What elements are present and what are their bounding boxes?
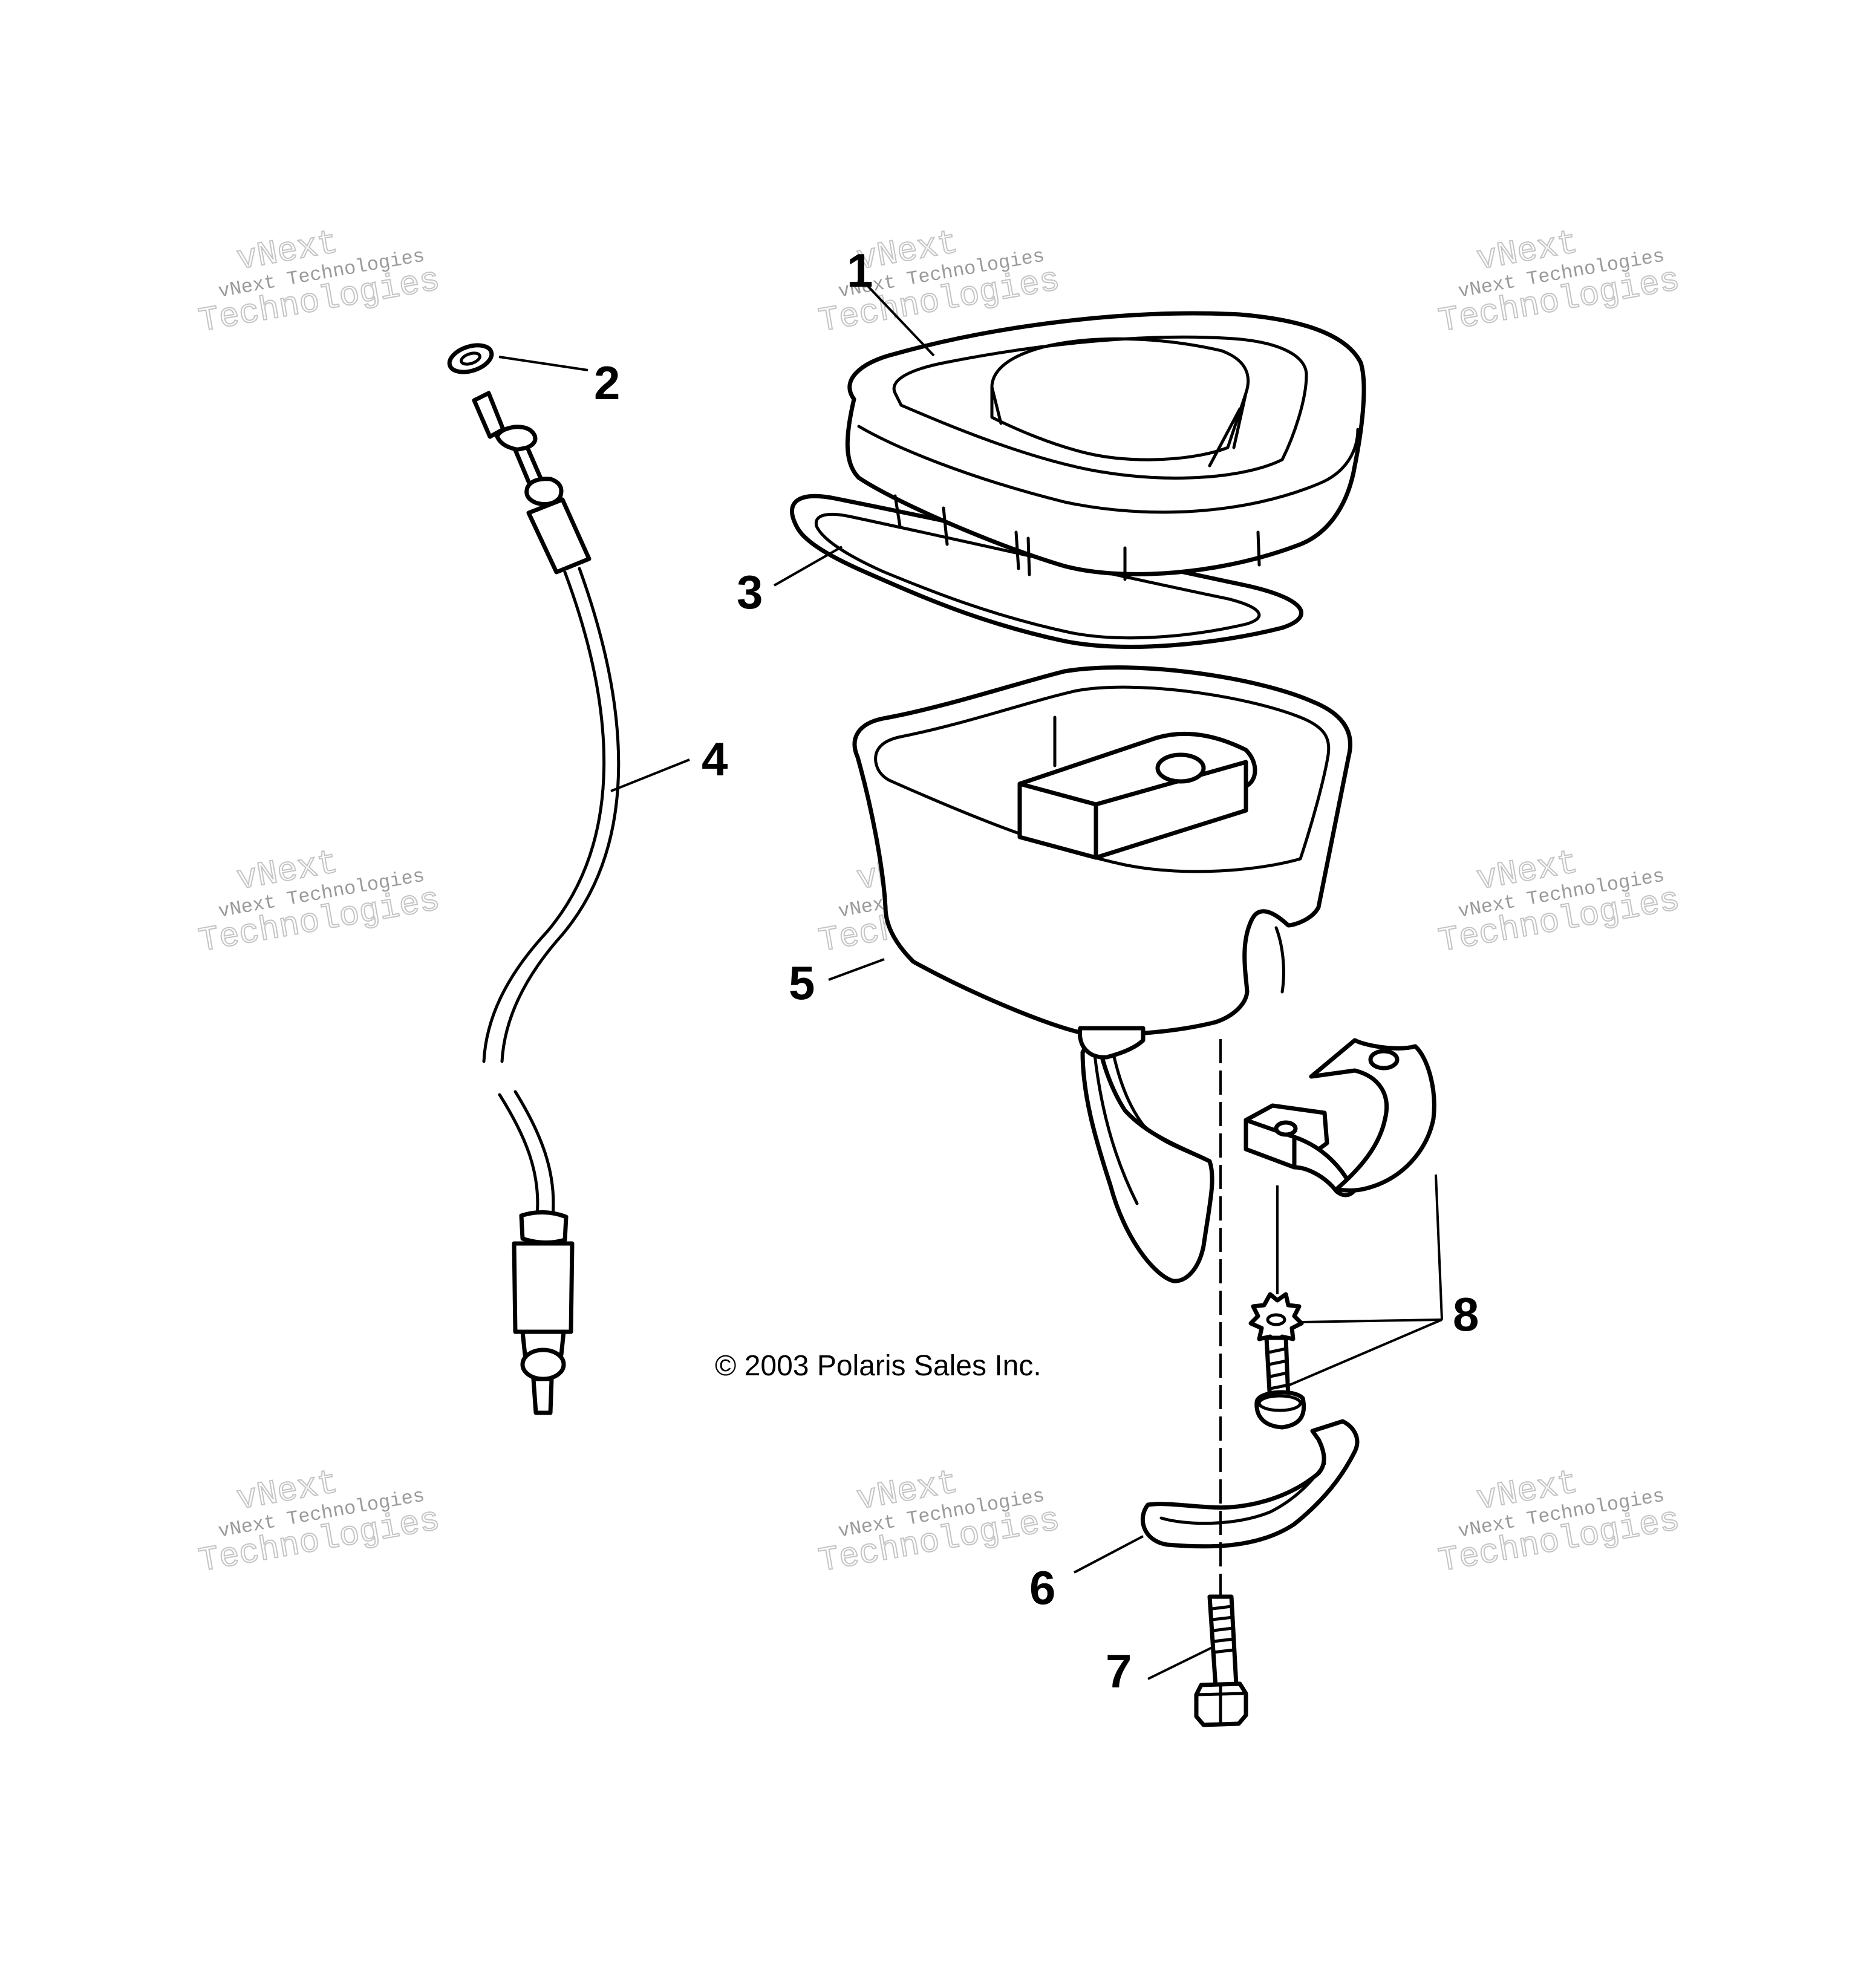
callout-4: 4 — [702, 732, 728, 786]
callout-3: 3 — [737, 565, 763, 619]
part-bolt — [1194, 1594, 1248, 1727]
part-throttle-housing — [852, 665, 1352, 1283]
callout-1: 1 — [847, 244, 873, 297]
watermark: vNext vNext Technologies Technologies — [195, 1462, 443, 1582]
watermark: vNext vNext Technologies Technologies — [815, 223, 1063, 342]
watermark: vNext vNext Technologies Technologies — [195, 223, 443, 342]
part-spacer-bracket — [1141, 1419, 1360, 1549]
part-washer — [447, 343, 494, 374]
part-housing-cover — [845, 311, 1366, 581]
callout-8: 8 — [1453, 1288, 1479, 1341]
part-screw-star-washer — [1248, 1292, 1306, 1430]
part-throttle-cable — [472, 391, 621, 1415]
part-clamp — [1244, 1038, 1436, 1198]
callout-2: 2 — [594, 356, 620, 409]
watermark: vNext vNext Technologies Technologies — [815, 1462, 1063, 1582]
watermark: vNext vNext Technologies Technologies — [1435, 223, 1683, 342]
watermark: vNext vNext Technologies Technologies — [195, 842, 443, 962]
callout-7: 7 — [1106, 1644, 1132, 1698]
leader-lines — [498, 283, 1443, 1680]
watermark: vNext vNext Technologies Technologies — [1435, 1462, 1683, 1582]
callout-6: 6 — [1029, 1561, 1055, 1614]
watermark: vNext vNext Technologies Technologies — [1435, 842, 1683, 962]
part-gasket — [790, 494, 1303, 649]
callout-5: 5 — [789, 956, 815, 1009]
copyright-notice: © 2003 Polaris Sales Inc. — [715, 1350, 1041, 1382]
